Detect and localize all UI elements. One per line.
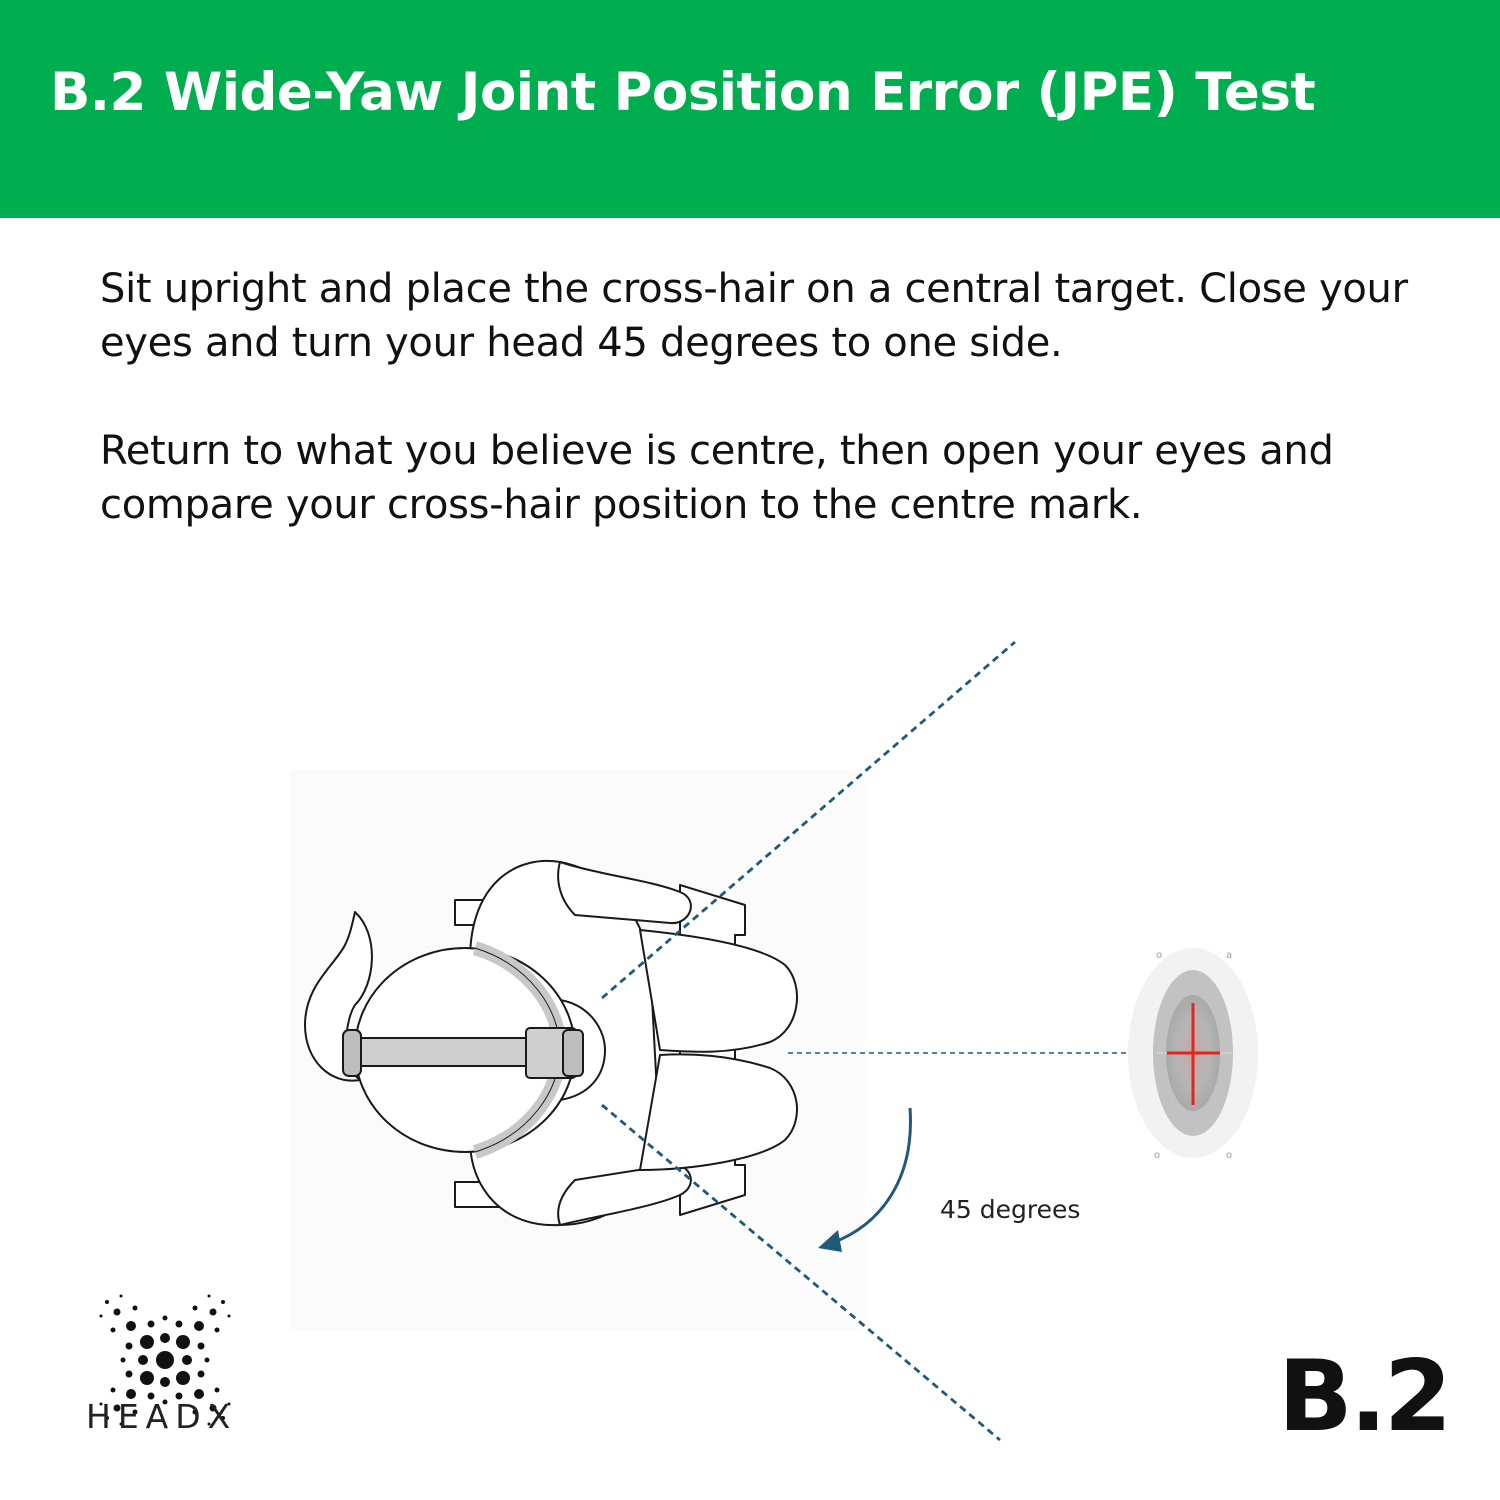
section-badge: B.2 xyxy=(1278,1340,1452,1454)
svg-text:o: o xyxy=(1154,1150,1160,1161)
header-banner: B.2 Wide-Yaw Joint Position Error (JPE) … xyxy=(0,0,1500,218)
rotation-label: 45 degrees xyxy=(940,1195,1081,1224)
svg-text:a: a xyxy=(1226,950,1232,961)
crosshair-icon xyxy=(1167,1003,1220,1105)
svg-text:o: o xyxy=(1156,950,1162,961)
rotated-sight-line-lower xyxy=(601,1103,1001,1442)
headset xyxy=(342,941,584,1159)
headx-logo-icon xyxy=(99,1294,231,1426)
instruction-paragraph-1: Sit upright and place the cross-hair on … xyxy=(100,266,1408,366)
instruction-paragraph-2: Return to what you believe is centre, th… xyxy=(100,428,1334,528)
instructions: Sit upright and place the cross-hair on … xyxy=(100,262,1430,586)
rotation-arrow xyxy=(818,1107,912,1252)
rotated-sight-line-upper xyxy=(601,640,1016,1000)
logo-wordmark: HEADX xyxy=(86,1397,238,1436)
sight-lines xyxy=(601,640,1016,1442)
page-title: B.2 Wide-Yaw Joint Position Error (JPE) … xyxy=(50,62,1316,123)
svg-text:o: o xyxy=(1226,1150,1232,1161)
